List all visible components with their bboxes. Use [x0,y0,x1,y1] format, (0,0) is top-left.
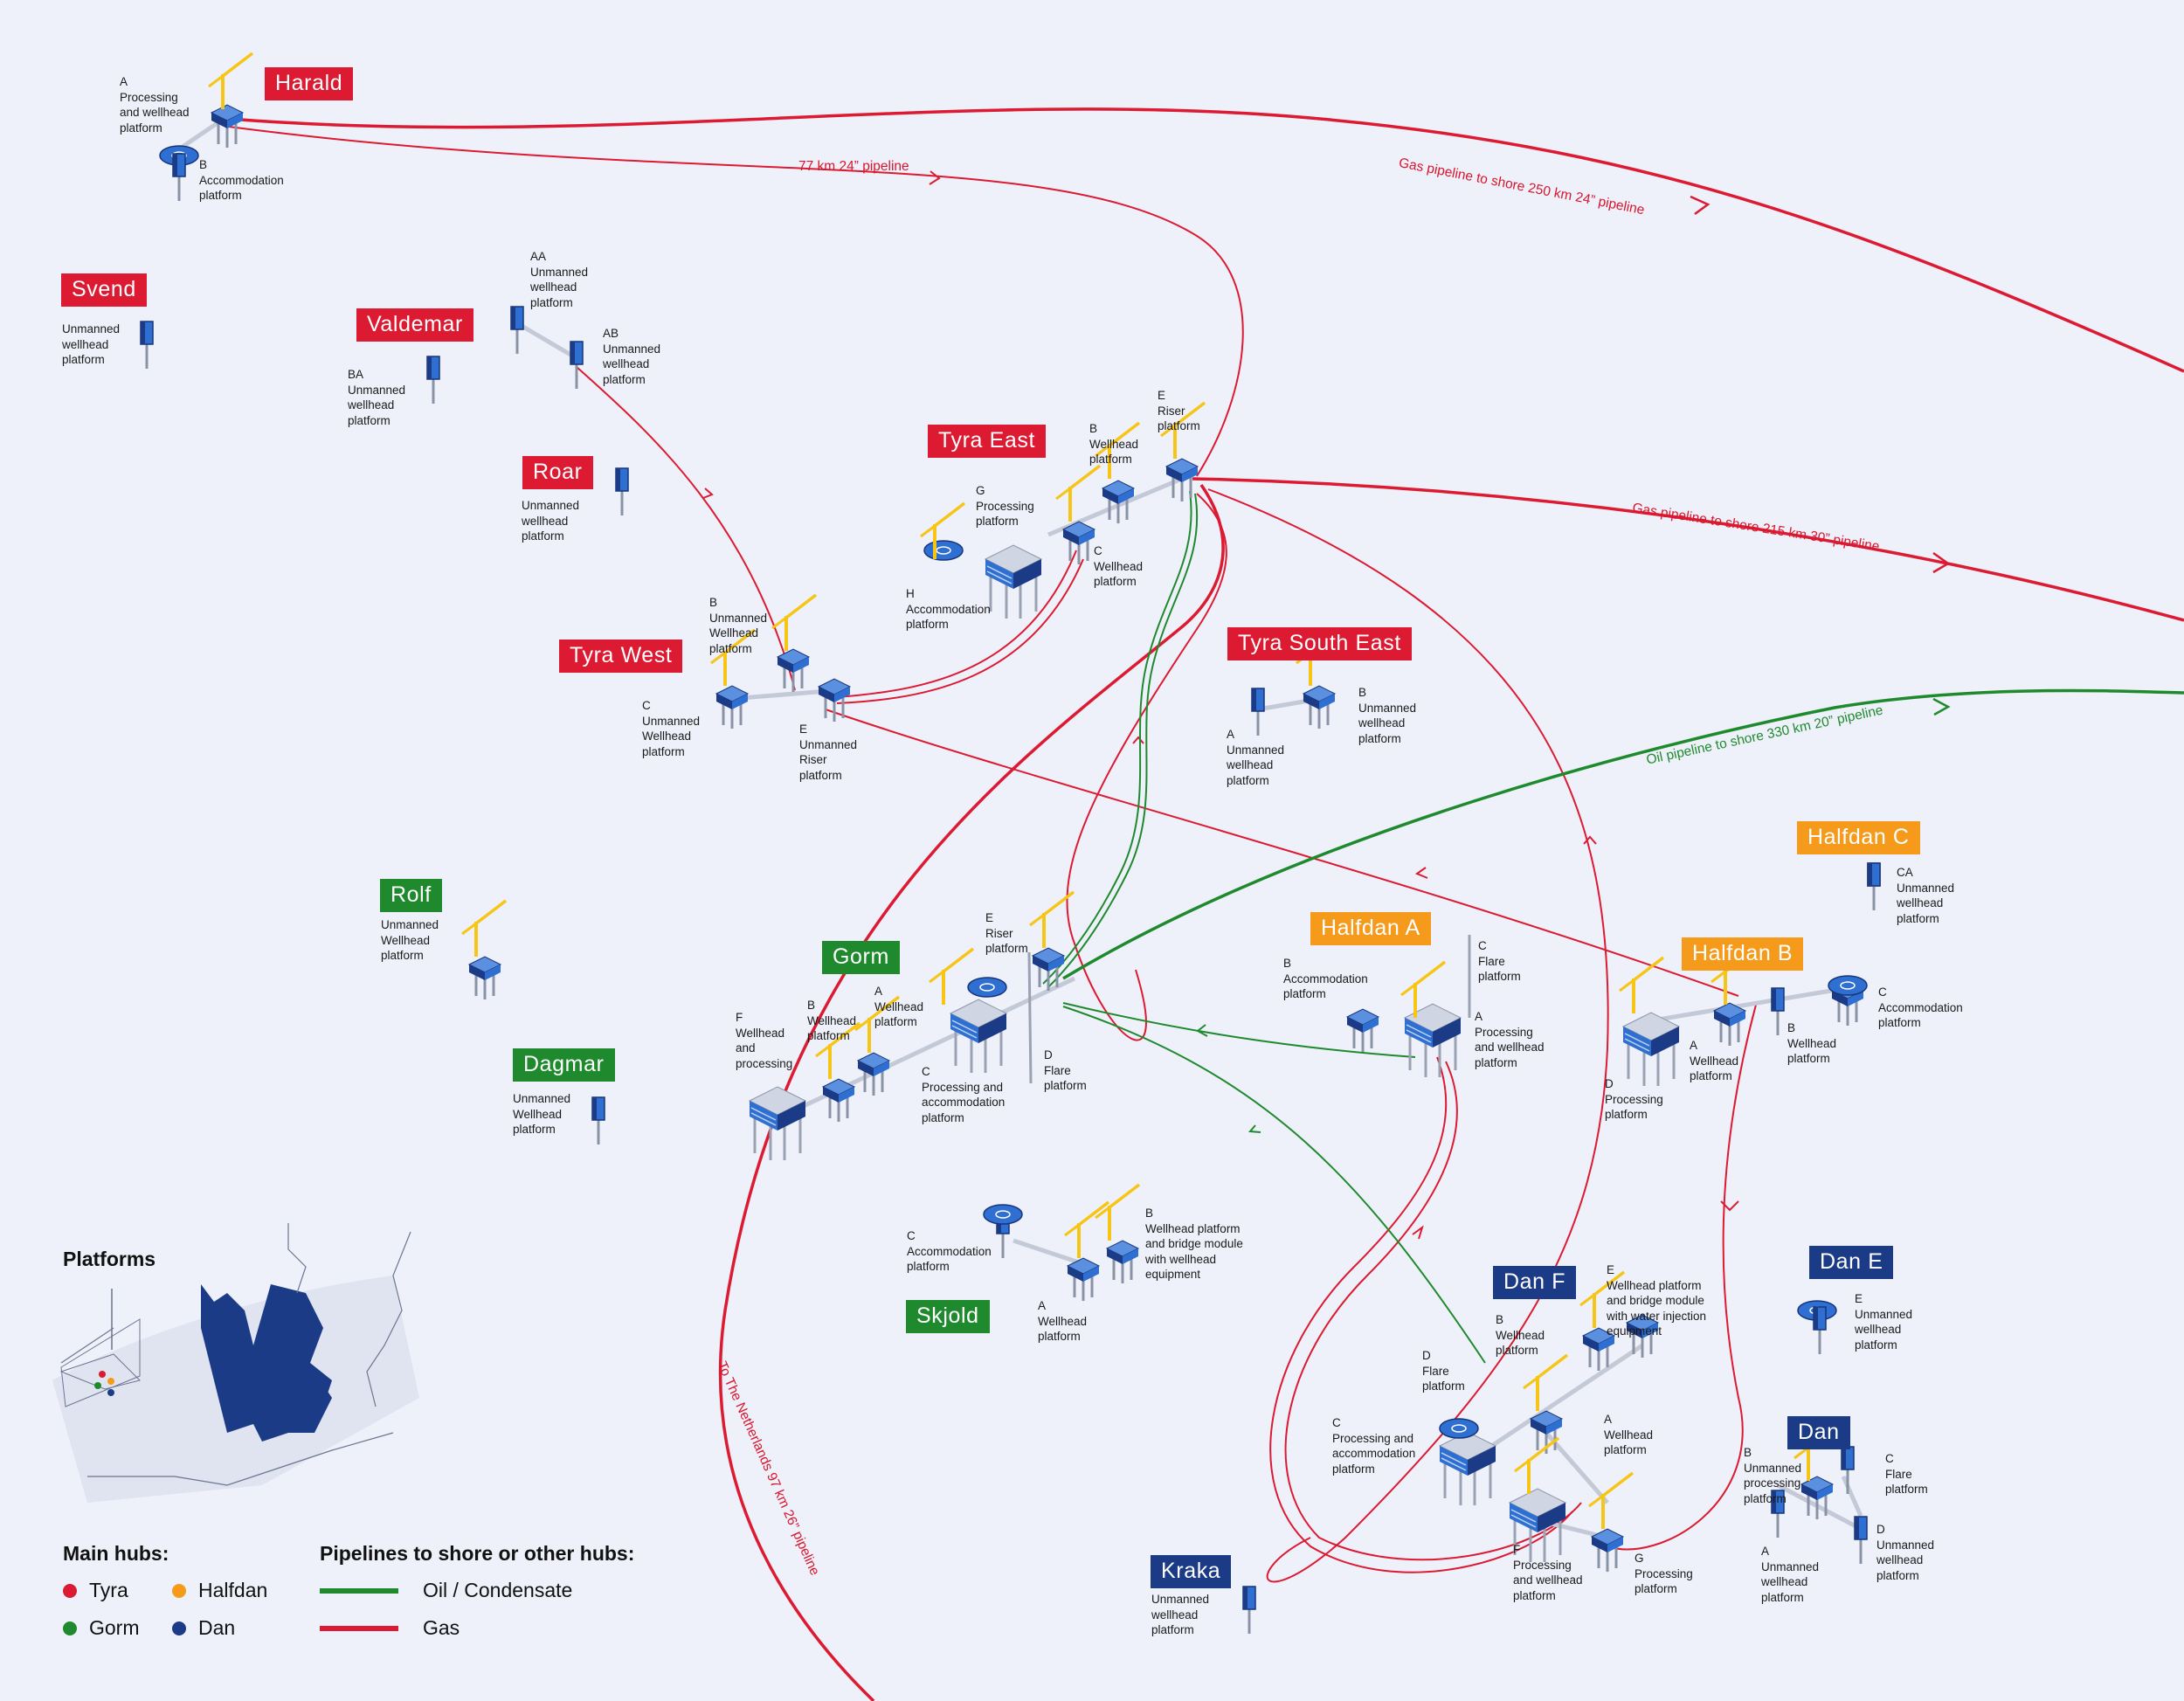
hub-tyra-south-east[interactable]: Tyra South East [1227,627,1412,660]
hub-harald[interactable]: Harald [265,67,354,100]
label-valdemar-ba: BA Unmanned wellhead platform [348,368,406,427]
legend-hub-halfdan-label: Halfdan [198,1579,268,1601]
hub-tyra-east[interactable]: Tyra East [928,425,1046,458]
label-tyra-east-h: H Accommodation platform [906,587,991,631]
legend-hub-halfdan: Halfdan [172,1579,267,1602]
hub-svend[interactable]: Svend [61,273,147,307]
label-tyra-west-c: C Unmanned Wellhead platform [642,699,701,758]
label-halfdan-a-c: C Flare platform [1478,939,1521,983]
halfdan-dot [172,1583,186,1598]
label-tyra-west-e: E Unmanned Riser platform [799,723,858,782]
label-harald-b: B Accommodation platform [199,158,284,202]
legend-platforms-title: Platforms [63,1248,156,1270]
label-skjold-b: B Wellhead platform and bridge module wi… [1145,1207,1243,1281]
legend-hub-gorm-label: Gorm [89,1616,140,1639]
gas-swatch [320,1625,398,1631]
label-gorm-e: E Riser platform [985,911,1028,955]
hub-dan[interactable]: Dan [1787,1416,1850,1449]
label-rolf: Unmanned Wellhead platform [381,918,439,962]
label-tyra-west-b: B Unmanned Wellhead platform [709,596,768,655]
label-halfdan-b-a: A Wellhead platform [1690,1039,1739,1082]
oil-swatch [320,1587,398,1594]
label-dan-f-f: F Processing and wellhead platform [1513,1543,1583,1602]
label-gorm-b: B Wellhead platform [807,999,857,1042]
label-halfdan-a-b: B Accommodation platform [1283,957,1368,1000]
label-tyra-se-b: B Unmanned wellhead platform [1358,686,1417,745]
hub-dan-e[interactable]: Dan E [1809,1246,1894,1279]
label-dan-f-b: B Wellhead platform [1496,1313,1545,1357]
label-skjold-a: A Wellhead platform [1038,1299,1088,1343]
label-tyra-east-e: E Riser platform [1158,389,1200,432]
label-gorm-d: D Flare platform [1044,1048,1087,1092]
label-dagmar: Unmanned Wellhead platform [513,1092,571,1136]
label-dan-f-c: C Processing and accommodation platform [1332,1416,1416,1476]
label-skjold-c: C Accommodation platform [907,1229,992,1273]
label-halfdan-b-d: D Processing platform [1605,1077,1663,1121]
legend-gas-label: Gas [423,1616,460,1639]
legend-hub-dan-label: Dan [198,1616,236,1639]
label-dan-f-e: E Wellhead platform and bridge module wi… [1607,1263,1707,1338]
legend-hub-tyra-label: Tyra [89,1579,128,1601]
legend-gas: Gas [320,1616,460,1640]
denmark-inset-map [52,1223,419,1503]
legend-hub-tyra: Tyra [63,1579,128,1602]
hub-dan-f[interactable]: Dan F [1493,1266,1577,1299]
oil-pipelines [1042,490,2184,1364]
hub-rolf[interactable]: Rolf [380,879,442,912]
label-svend: Unmanned wellhead platform [62,322,121,366]
label-tyra-east-b: B Wellhead platform [1089,422,1139,466]
label-valdemar-aa: AA Unmanned wellhead platform [530,250,589,309]
legend-oil: Oil / Condensate [320,1579,572,1602]
hub-skjold[interactable]: Skjold [906,1300,990,1333]
label-tyra-east-g: G Processing platform [976,484,1034,528]
hub-valdemar[interactable]: Valdemar [356,308,473,342]
dan-dot [172,1621,186,1635]
label-harald-a: A Processing and wellhead platform [120,75,190,135]
hub-halfdan-c[interactable]: Halfdan C [1797,821,1920,854]
label-gorm-a: A Wellhead platform [874,985,924,1028]
hub-dagmar[interactable]: Dagmar [513,1048,615,1082]
label-dan-c: C Flare platform [1885,1452,1928,1496]
label-gorm-c: C Processing and accommodation platform [922,1065,1006,1124]
label-dan-e-e: E Unmanned wellhead platform [1855,1292,1913,1352]
label-tyra-se-a: A Unmanned wellhead platform [1227,728,1285,787]
label-kraka: Unmanned wellhead platform [1151,1593,1210,1636]
label-roar: Unmanned wellhead platform [522,499,580,543]
label-halfdan-b-c: C Accommodation platform [1878,985,1963,1029]
label-dan-f-a: A Wellhead platform [1604,1413,1654,1456]
legend-hub-dan: Dan [172,1616,235,1640]
label-halfdan-b-b: B Wellhead platform [1787,1021,1837,1065]
label-dan-f-d: D Flare platform [1422,1349,1465,1393]
legend-main-hubs-title: Main hubs: [63,1542,169,1565]
legend-oil-label: Oil / Condensate [423,1579,573,1601]
label-dan-f-g: G Processing platform [1635,1552,1693,1595]
hub-halfdan-a[interactable]: Halfdan A [1310,912,1431,945]
hub-roar[interactable]: Roar [522,456,593,489]
label-halfdan-a-a: A Processing and wellhead platform [1475,1010,1545,1069]
label-dan-a: A Unmanned wellhead platform [1761,1545,1820,1604]
label-valdemar-ab: AB Unmanned wellhead platform [603,327,661,386]
legend-hub-gorm: Gorm [63,1616,140,1640]
hub-kraka[interactable]: Kraka [1151,1555,1232,1588]
hub-gorm[interactable]: Gorm [822,941,900,974]
gas-pipelines [228,107,2184,1701]
label-tyra-east-c: C Wellhead platform [1094,544,1144,588]
legend-pipelines-title: Pipelines to shore or other hubs: [320,1542,635,1565]
tyra-dot [63,1583,77,1598]
label-dan-b: B Unmanned processing platform [1744,1446,1802,1505]
hub-halfdan-b[interactable]: Halfdan B [1682,937,1804,971]
label-gorm-f: F Wellhead and processing [736,1011,793,1070]
platforms [139,52,1882,1635]
label-dan-d: D Unmanned wellhead platform [1876,1523,1935,1582]
label-halfdan-c-ca: CA Unmanned wellhead platform [1897,866,1955,925]
pipeline-label-harald-tyra: 77 km 24” pipeline [798,159,909,174]
hub-tyra-west[interactable]: Tyra West [559,640,683,673]
gorm-dot [63,1621,77,1635]
